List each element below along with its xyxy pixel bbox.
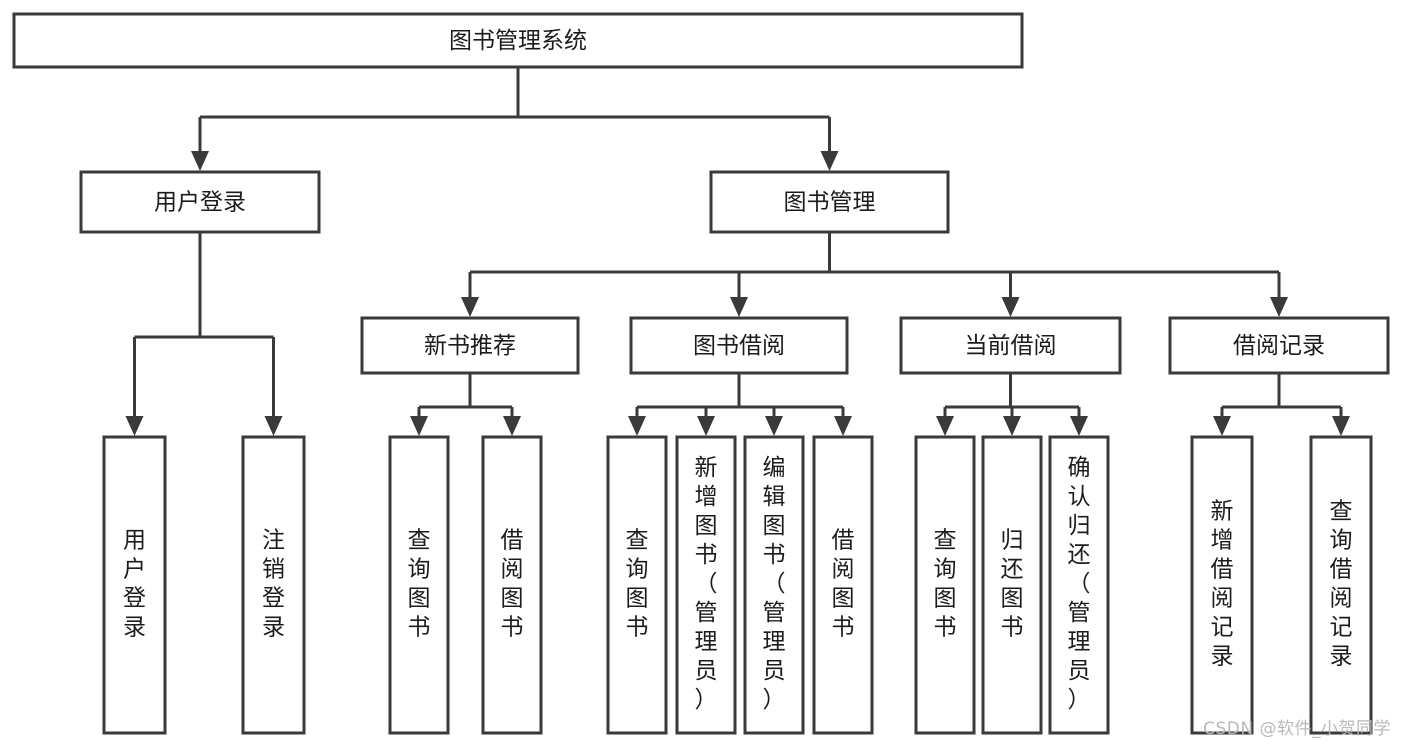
node-leaf-borrow-book-2[interactable]: 借阅图书 xyxy=(812,435,874,735)
node-label: 确认归还（管理员） xyxy=(1068,455,1091,713)
node-label: 图书管理系统 xyxy=(449,28,587,54)
node-leaf-query-record[interactable]: 查询借阅记录 xyxy=(1309,435,1373,735)
arrow-head xyxy=(410,416,428,436)
node-box[interactable] xyxy=(1168,316,1390,375)
node-new-book-recommend[interactable]: 新书推荐 xyxy=(360,316,580,375)
node-label: 归还图书 xyxy=(1001,528,1024,641)
arrow-head xyxy=(1270,297,1288,317)
node-box[interactable] xyxy=(709,170,950,234)
watermark-credit: CSDN @软件_小贺同学 xyxy=(1203,719,1391,739)
arrow-head xyxy=(1003,416,1021,436)
arrow-head xyxy=(820,151,839,171)
node-label: 新书推荐 xyxy=(424,333,516,359)
connector-layer xyxy=(125,67,1350,436)
arrow-head xyxy=(697,416,715,436)
node-box[interactable] xyxy=(675,435,737,735)
node-box[interactable] xyxy=(899,316,1122,375)
node-leaf-edit-book[interactable]: 编辑图书（管理员） xyxy=(743,435,805,735)
node-label: 图书借阅 xyxy=(693,333,785,359)
node-layer: 图书管理系统用户登录图书管理新书推荐图书借阅当前借阅借阅记录用户登录注销登录查询… xyxy=(12,12,1390,735)
node-label: 借阅图书 xyxy=(501,528,524,641)
node-box[interactable] xyxy=(981,435,1043,735)
node-box[interactable] xyxy=(629,316,849,375)
node-book-manage[interactable]: 图书管理 xyxy=(709,170,950,234)
node-leaf-add-book[interactable]: 新增图书（管理员） xyxy=(675,435,737,735)
arrow-head xyxy=(264,416,283,436)
node-box[interactable] xyxy=(812,435,874,735)
arrow-head xyxy=(628,416,646,436)
node-box[interactable] xyxy=(1048,435,1110,735)
node-leaf-add-record[interactable]: 新增借阅记录 xyxy=(1190,435,1254,735)
node-box[interactable] xyxy=(914,435,976,735)
arrow-head xyxy=(1213,416,1231,436)
node-box[interactable] xyxy=(360,316,580,375)
node-label: 用户登录 xyxy=(154,190,246,216)
arrow-head xyxy=(1332,416,1350,436)
arrow-head xyxy=(730,297,748,317)
node-box[interactable] xyxy=(12,12,1024,69)
arrow-head xyxy=(191,151,209,171)
node-leaf-user-login[interactable]: 用户登录 xyxy=(102,435,167,735)
node-label: 新增借阅记录 xyxy=(1211,499,1234,670)
node-leaf-logout[interactable]: 注销登录 xyxy=(241,435,306,735)
node-label: 当前借阅 xyxy=(965,333,1057,359)
node-label: 查询图书 xyxy=(408,528,431,641)
node-root[interactable]: 图书管理系统 xyxy=(12,12,1024,69)
node-book-borrow[interactable]: 图书借阅 xyxy=(629,316,849,375)
node-label: 查询图书 xyxy=(934,528,957,641)
arrow-head xyxy=(936,416,954,436)
node-label: 查询图书 xyxy=(626,528,649,641)
node-leaf-borrow-book-1[interactable]: 借阅图书 xyxy=(481,435,543,735)
node-label: 借阅记录 xyxy=(1233,333,1325,359)
node-label: 用户登录 xyxy=(123,528,146,641)
node-box[interactable] xyxy=(241,435,306,735)
arrow-head xyxy=(765,416,783,436)
arrow-head xyxy=(834,416,852,436)
node-current-borrow[interactable]: 当前借阅 xyxy=(899,316,1122,375)
node-box[interactable] xyxy=(743,435,805,735)
node-label: 新增图书（管理员） xyxy=(695,455,718,713)
node-leaf-query-book-2[interactable]: 查询图书 xyxy=(606,435,668,735)
node-borrow-record[interactable]: 借阅记录 xyxy=(1168,316,1390,375)
node-box[interactable] xyxy=(1309,435,1373,735)
node-leaf-query-book-3[interactable]: 查询图书 xyxy=(914,435,976,735)
arrow-head xyxy=(1070,416,1088,436)
node-box[interactable] xyxy=(388,435,450,735)
node-leaf-return-book[interactable]: 归还图书 xyxy=(981,435,1043,735)
node-label: 图书管理 xyxy=(784,190,876,216)
arrow-head xyxy=(461,297,479,317)
arrow-head xyxy=(503,416,521,436)
arrow-head xyxy=(125,416,144,436)
node-box[interactable] xyxy=(102,435,167,735)
node-box[interactable] xyxy=(1190,435,1254,735)
node-leaf-confirm-return[interactable]: 确认归还（管理员） xyxy=(1048,435,1110,735)
node-box[interactable] xyxy=(481,435,543,735)
node-label: 注销登录 xyxy=(262,528,285,641)
arrow-head xyxy=(1001,297,1020,317)
node-leaf-query-book-1[interactable]: 查询图书 xyxy=(388,435,450,735)
node-label: 编辑图书（管理员） xyxy=(763,455,786,713)
node-user-login[interactable]: 用户登录 xyxy=(79,170,321,234)
node-label: 查询借阅记录 xyxy=(1330,499,1353,670)
node-box[interactable] xyxy=(79,170,321,234)
node-box[interactable] xyxy=(606,435,668,735)
node-label: 借阅图书 xyxy=(832,528,855,641)
